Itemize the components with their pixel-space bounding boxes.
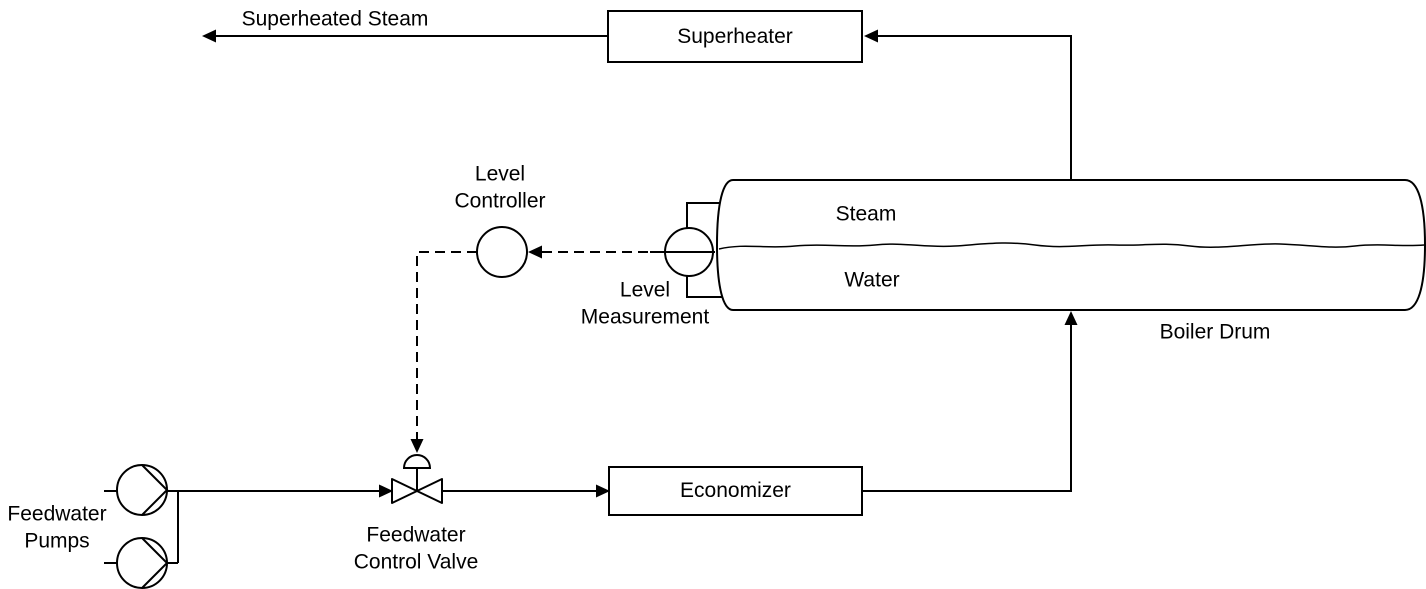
level-tap-upper-line [686, 202, 730, 229]
feedwater-control-valve-label: Feedwater Control Valve [353, 523, 479, 574]
level-tap-lower-line [686, 275, 730, 298]
superheated-steam-arrowhead [202, 29, 216, 43]
economizer-inlet-arrowhead [596, 484, 610, 498]
pump-2-impeller-symbol [141, 537, 169, 589]
pump-2-circle [116, 537, 168, 589]
pump-1-impeller-symbol [141, 464, 169, 516]
feedwater-control-valve-symbol [391, 454, 443, 504]
valve-right-triangle [416, 478, 443, 504]
economizer-to-drum-line [863, 325, 1072, 492]
economizer-box: Economizer [608, 466, 863, 516]
superheater-inlet-arrowhead [864, 29, 878, 43]
superheated-steam-label: Superheated Steam [241, 7, 429, 31]
feedwater-pump-2 [116, 537, 169, 589]
level-controller-circle [476, 226, 528, 278]
boiler-drum-label: Boiler Drum [1159, 320, 1271, 344]
drum-inlet-arrowhead [1064, 311, 1078, 325]
signal-controller-to-valve [416, 251, 477, 440]
valve-actuator-arrowhead [410, 439, 424, 453]
steam-label: Steam [835, 202, 897, 226]
superheater-box: Superheater [607, 10, 863, 63]
controller-inlet-arrowhead [528, 245, 542, 259]
feedwater-pumps-label: Feedwater Pumps [7, 502, 107, 553]
level-controller-label: Level Controller [454, 162, 546, 213]
valve-inlet-arrowhead [379, 484, 393, 498]
superheater-label: Superheater [677, 24, 793, 48]
water-level-line [718, 242, 1425, 250]
economizer-label: Economizer [680, 479, 791, 502]
drum-to-superheater-line [878, 35, 1072, 180]
pump-1-circle [116, 464, 168, 516]
feedwater-pump-1 [116, 464, 169, 516]
valve-actuator-dome [402, 454, 432, 469]
valve-left-triangle [391, 478, 418, 504]
boiler-drum-body [715, 179, 1426, 311]
level-measurement-label: Level Measurement [580, 278, 710, 329]
water-label: Water [844, 268, 900, 292]
